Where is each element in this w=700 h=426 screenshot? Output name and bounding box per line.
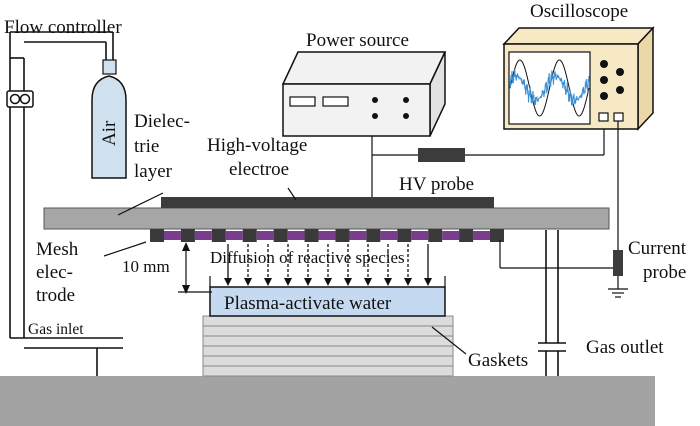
mesh-square — [397, 229, 412, 242]
mesh-square — [211, 229, 226, 242]
gap-dimension — [178, 242, 212, 294]
gas-outlet-label: Gas outlet — [586, 337, 664, 358]
dielectric-label-3: layer — [134, 161, 173, 182]
power-source — [281, 51, 447, 137]
plasma-discharge — [287, 231, 305, 240]
diffusion-arrow — [244, 244, 252, 286]
current-probe-label-2: probe — [643, 262, 686, 283]
mesh-label-2: elec- — [36, 262, 73, 283]
gas-outlet-tube — [538, 230, 566, 376]
air-cylinder — [91, 59, 127, 179]
gaskets-label: Gaskets — [468, 350, 528, 371]
gap-label: 10 mm — [122, 257, 170, 276]
plasma-discharge — [473, 231, 490, 240]
dielectric-label-1: Dielec- — [134, 111, 190, 132]
hv-probe — [418, 148, 465, 162]
diffusion-arrow — [404, 244, 412, 286]
display-left — [289, 96, 316, 107]
diffusion-arrow — [284, 244, 292, 286]
dielectric-label-2: trie — [134, 136, 159, 157]
diffusion-label: Diffusion of reactive species — [210, 248, 405, 267]
diffusion-arrow — [344, 244, 352, 286]
gasket-stack — [202, 315, 454, 377]
dielectric-plate — [43, 207, 610, 230]
flow-controller — [6, 90, 34, 108]
diffusion-arrow — [224, 244, 232, 286]
gas-inlet-tube — [9, 31, 123, 376]
mesh-square — [242, 229, 257, 242]
hv-probe-label: HV probe — [399, 174, 474, 195]
mesh-square — [335, 229, 350, 242]
ground-base — [0, 376, 655, 426]
mesh-square — [150, 229, 164, 242]
plasma-discharge — [349, 231, 367, 240]
oscilloscope-label: Oscilloscope — [530, 1, 628, 22]
mesh-square — [490, 229, 504, 242]
diffusion-arrow — [424, 244, 432, 286]
air-label: Air — [99, 120, 120, 146]
plasma-discharge — [256, 231, 274, 240]
diffusion-arrow — [324, 244, 332, 286]
plasma-discharge — [194, 231, 212, 240]
diffusion-arrow — [264, 244, 272, 286]
mesh-label-1: Mesh — [36, 239, 79, 260]
current-probe — [613, 250, 623, 276]
diffusion-arrow — [384, 244, 392, 286]
hv-electrode-label-2: electroe — [229, 159, 289, 180]
plasma-discharge — [164, 231, 181, 240]
mesh-square — [366, 229, 381, 242]
diffusion-arrow — [364, 244, 372, 286]
power-source-label: Power source — [306, 30, 409, 51]
gas-inlet-label: Gas inlet — [28, 321, 84, 338]
plasma-discharge — [225, 231, 243, 240]
display-right — [322, 96, 349, 107]
mesh-square — [428, 229, 443, 242]
current-probe-label-1: Current — [628, 238, 687, 259]
flow-controller-label: Flow controller — [4, 17, 122, 38]
mesh-square — [459, 229, 474, 242]
ground-symbol — [608, 288, 628, 298]
water-container — [209, 276, 446, 317]
hv-electrode-label-1: High-voltage — [207, 135, 307, 156]
plasma-discharge — [380, 231, 398, 240]
mesh-square — [180, 229, 195, 242]
mesh-square — [304, 229, 319, 242]
mesh-square — [273, 229, 288, 242]
diffusion-arrow — [304, 244, 312, 286]
mesh-label-3: trode — [36, 285, 75, 306]
oscilloscope — [502, 26, 655, 131]
plasma-discharge — [442, 231, 460, 240]
pav-label: Plasma-activate water — [224, 293, 392, 314]
mesh-electrode — [150, 229, 504, 242]
hv-electrode — [161, 197, 494, 208]
plasma-discharge — [411, 231, 429, 240]
diffusion-arrows — [224, 244, 432, 286]
plasma-discharge — [318, 231, 336, 240]
